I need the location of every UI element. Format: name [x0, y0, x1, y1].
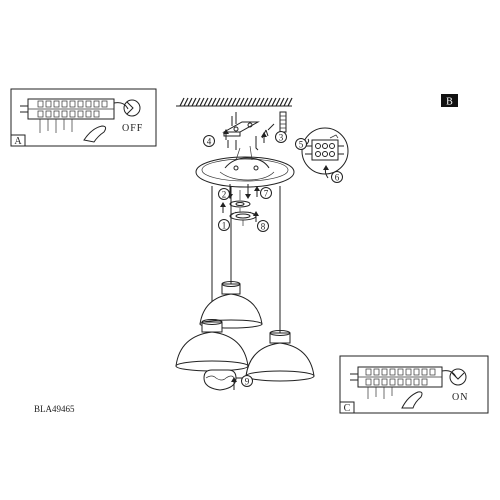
- svg-text:7: 7: [264, 189, 269, 199]
- panel-a-badge: [10, 134, 26, 147]
- pendant-shade-right: [245, 330, 315, 382]
- connector-detail: [301, 127, 349, 175]
- pendant-shade-middle: [199, 281, 263, 329]
- panel-a-state-text: OFF: [122, 123, 143, 134]
- terminal-block-c: [350, 366, 457, 399]
- svg-text:9: 9: [245, 377, 250, 387]
- pendant-shade-left: [175, 319, 249, 372]
- cord-grip-parts: [229, 190, 257, 226]
- callout-1: 1: [218, 219, 230, 231]
- callout-5: 5: [295, 138, 307, 150]
- assembly-arrows: [220, 129, 329, 390]
- svg-text:1: 1: [222, 221, 227, 231]
- callout-9: 9: [241, 375, 253, 387]
- mounting-bracket: [222, 112, 260, 151]
- inset-panel-c: C ON: [339, 355, 489, 414]
- switch-off-icon: [123, 99, 141, 117]
- panel-c-letter: C: [344, 403, 351, 414]
- panel-b-letter: B: [446, 97, 453, 108]
- panel-c-badge: [339, 401, 355, 414]
- ceiling-hatch: [176, 97, 293, 107]
- canopy: [195, 145, 295, 188]
- callout-2: 2: [218, 188, 230, 200]
- pendant-cables: [211, 186, 281, 333]
- callout-4: 4: [203, 135, 215, 147]
- svg-text:2: 2: [222, 190, 227, 200]
- panel-a-frame: [10, 88, 157, 147]
- svg-text:3: 3: [279, 133, 284, 143]
- terminal-block-a: [20, 98, 129, 133]
- hand-icon: [401, 391, 423, 409]
- callout-7: 7: [260, 187, 272, 199]
- wall-plug-icon: [261, 111, 287, 139]
- callout-6: 6: [331, 171, 343, 183]
- callouts: 1 2 3 4 5 6 7 8: [203, 131, 343, 387]
- panel-c-state-text: ON: [452, 392, 468, 403]
- svg-text:5: 5: [299, 140, 304, 150]
- callout-3: 3: [275, 131, 287, 143]
- panel-c-frame: [339, 355, 489, 414]
- svg-text:8: 8: [261, 222, 266, 232]
- svg-text:4: 4: [207, 137, 212, 147]
- light-bulb-icon: [203, 369, 242, 391]
- panel-b-badge: B: [441, 94, 458, 108]
- svg-text:6: 6: [335, 173, 340, 183]
- callout-8: 8: [257, 220, 269, 232]
- hand-icon: [83, 125, 107, 143]
- switch-on-icon: [449, 368, 467, 386]
- model-code: BLA49465: [34, 404, 75, 414]
- panel-a-letter: A: [14, 136, 22, 147]
- inset-panel-a: A OFF: [10, 88, 157, 147]
